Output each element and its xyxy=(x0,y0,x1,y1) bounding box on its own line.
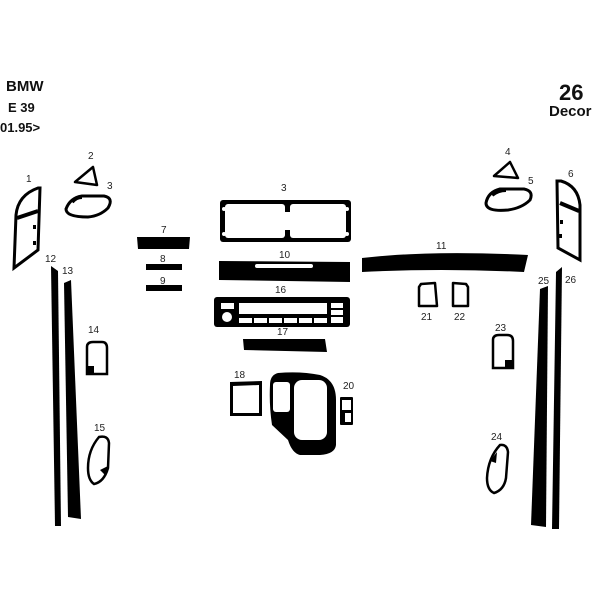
part-17: 17 xyxy=(243,327,327,352)
part-label: 17 xyxy=(277,327,289,338)
part-1: 1 xyxy=(12,174,42,272)
vehicle-make: BMW xyxy=(6,78,44,95)
part-20: 20 xyxy=(340,381,355,425)
kit-type: Decor xyxy=(549,103,592,120)
part-label: 6 xyxy=(568,169,574,180)
part-25: 25 xyxy=(531,276,550,527)
part-label: 5 xyxy=(528,176,534,187)
part-18: 18 xyxy=(230,370,262,416)
part-label: 8 xyxy=(160,254,166,265)
part-label: 15 xyxy=(94,423,106,434)
part-11: 11 xyxy=(362,241,528,272)
part-label: 25 xyxy=(538,276,550,287)
part-9: 9 xyxy=(146,276,182,291)
part-19: 19 xyxy=(269,372,336,455)
part-label: 14 xyxy=(88,325,100,336)
part-16: 16 xyxy=(214,285,350,327)
part-label: 12 xyxy=(45,254,57,265)
vehicle-date: 01.95> xyxy=(0,120,41,135)
part-label: 20 xyxy=(343,381,355,392)
part-label: 26 xyxy=(565,275,577,286)
part-label: 21 xyxy=(421,312,433,323)
part-3-center: 3 xyxy=(220,183,351,242)
part-26: 26 xyxy=(552,267,577,529)
part-7: 7 xyxy=(137,225,190,249)
part-22: 22 xyxy=(451,281,470,323)
part-10: 10 xyxy=(219,250,350,282)
part-6: 6 xyxy=(555,169,582,263)
part-label: 3 xyxy=(107,181,113,192)
part-4: 4 xyxy=(492,147,520,180)
part-label: 4 xyxy=(505,147,511,158)
part-label: 18 xyxy=(234,370,246,381)
part-label: 9 xyxy=(160,276,166,287)
part-5: 5 xyxy=(484,176,534,212)
part-label: 1 xyxy=(26,174,32,185)
part-3-left: 3 xyxy=(64,181,113,219)
part-label: 2 xyxy=(88,151,94,162)
part-label: 3 xyxy=(281,183,287,194)
part-21: 21 xyxy=(417,281,439,323)
part-23: 23 xyxy=(491,323,515,370)
part-13: 13 xyxy=(62,266,81,519)
part-label: 7 xyxy=(161,225,167,236)
part-12: 12 xyxy=(45,254,61,526)
part-label: 11 xyxy=(436,241,447,252)
part-label: 22 xyxy=(454,312,466,323)
part-label: 24 xyxy=(491,432,503,443)
part-label: 23 xyxy=(495,323,507,334)
part-count: 26 xyxy=(559,80,584,105)
part-label: 10 xyxy=(279,250,291,261)
part-14: 14 xyxy=(85,325,109,376)
part-15: 15 xyxy=(86,423,111,486)
vehicle-model: E 39 xyxy=(8,100,35,115)
part-2: 2 xyxy=(73,151,99,187)
part-label: 16 xyxy=(275,285,287,296)
part-label: 13 xyxy=(62,266,74,277)
part-24: 24 xyxy=(485,432,510,495)
part-8: 8 xyxy=(146,254,182,270)
